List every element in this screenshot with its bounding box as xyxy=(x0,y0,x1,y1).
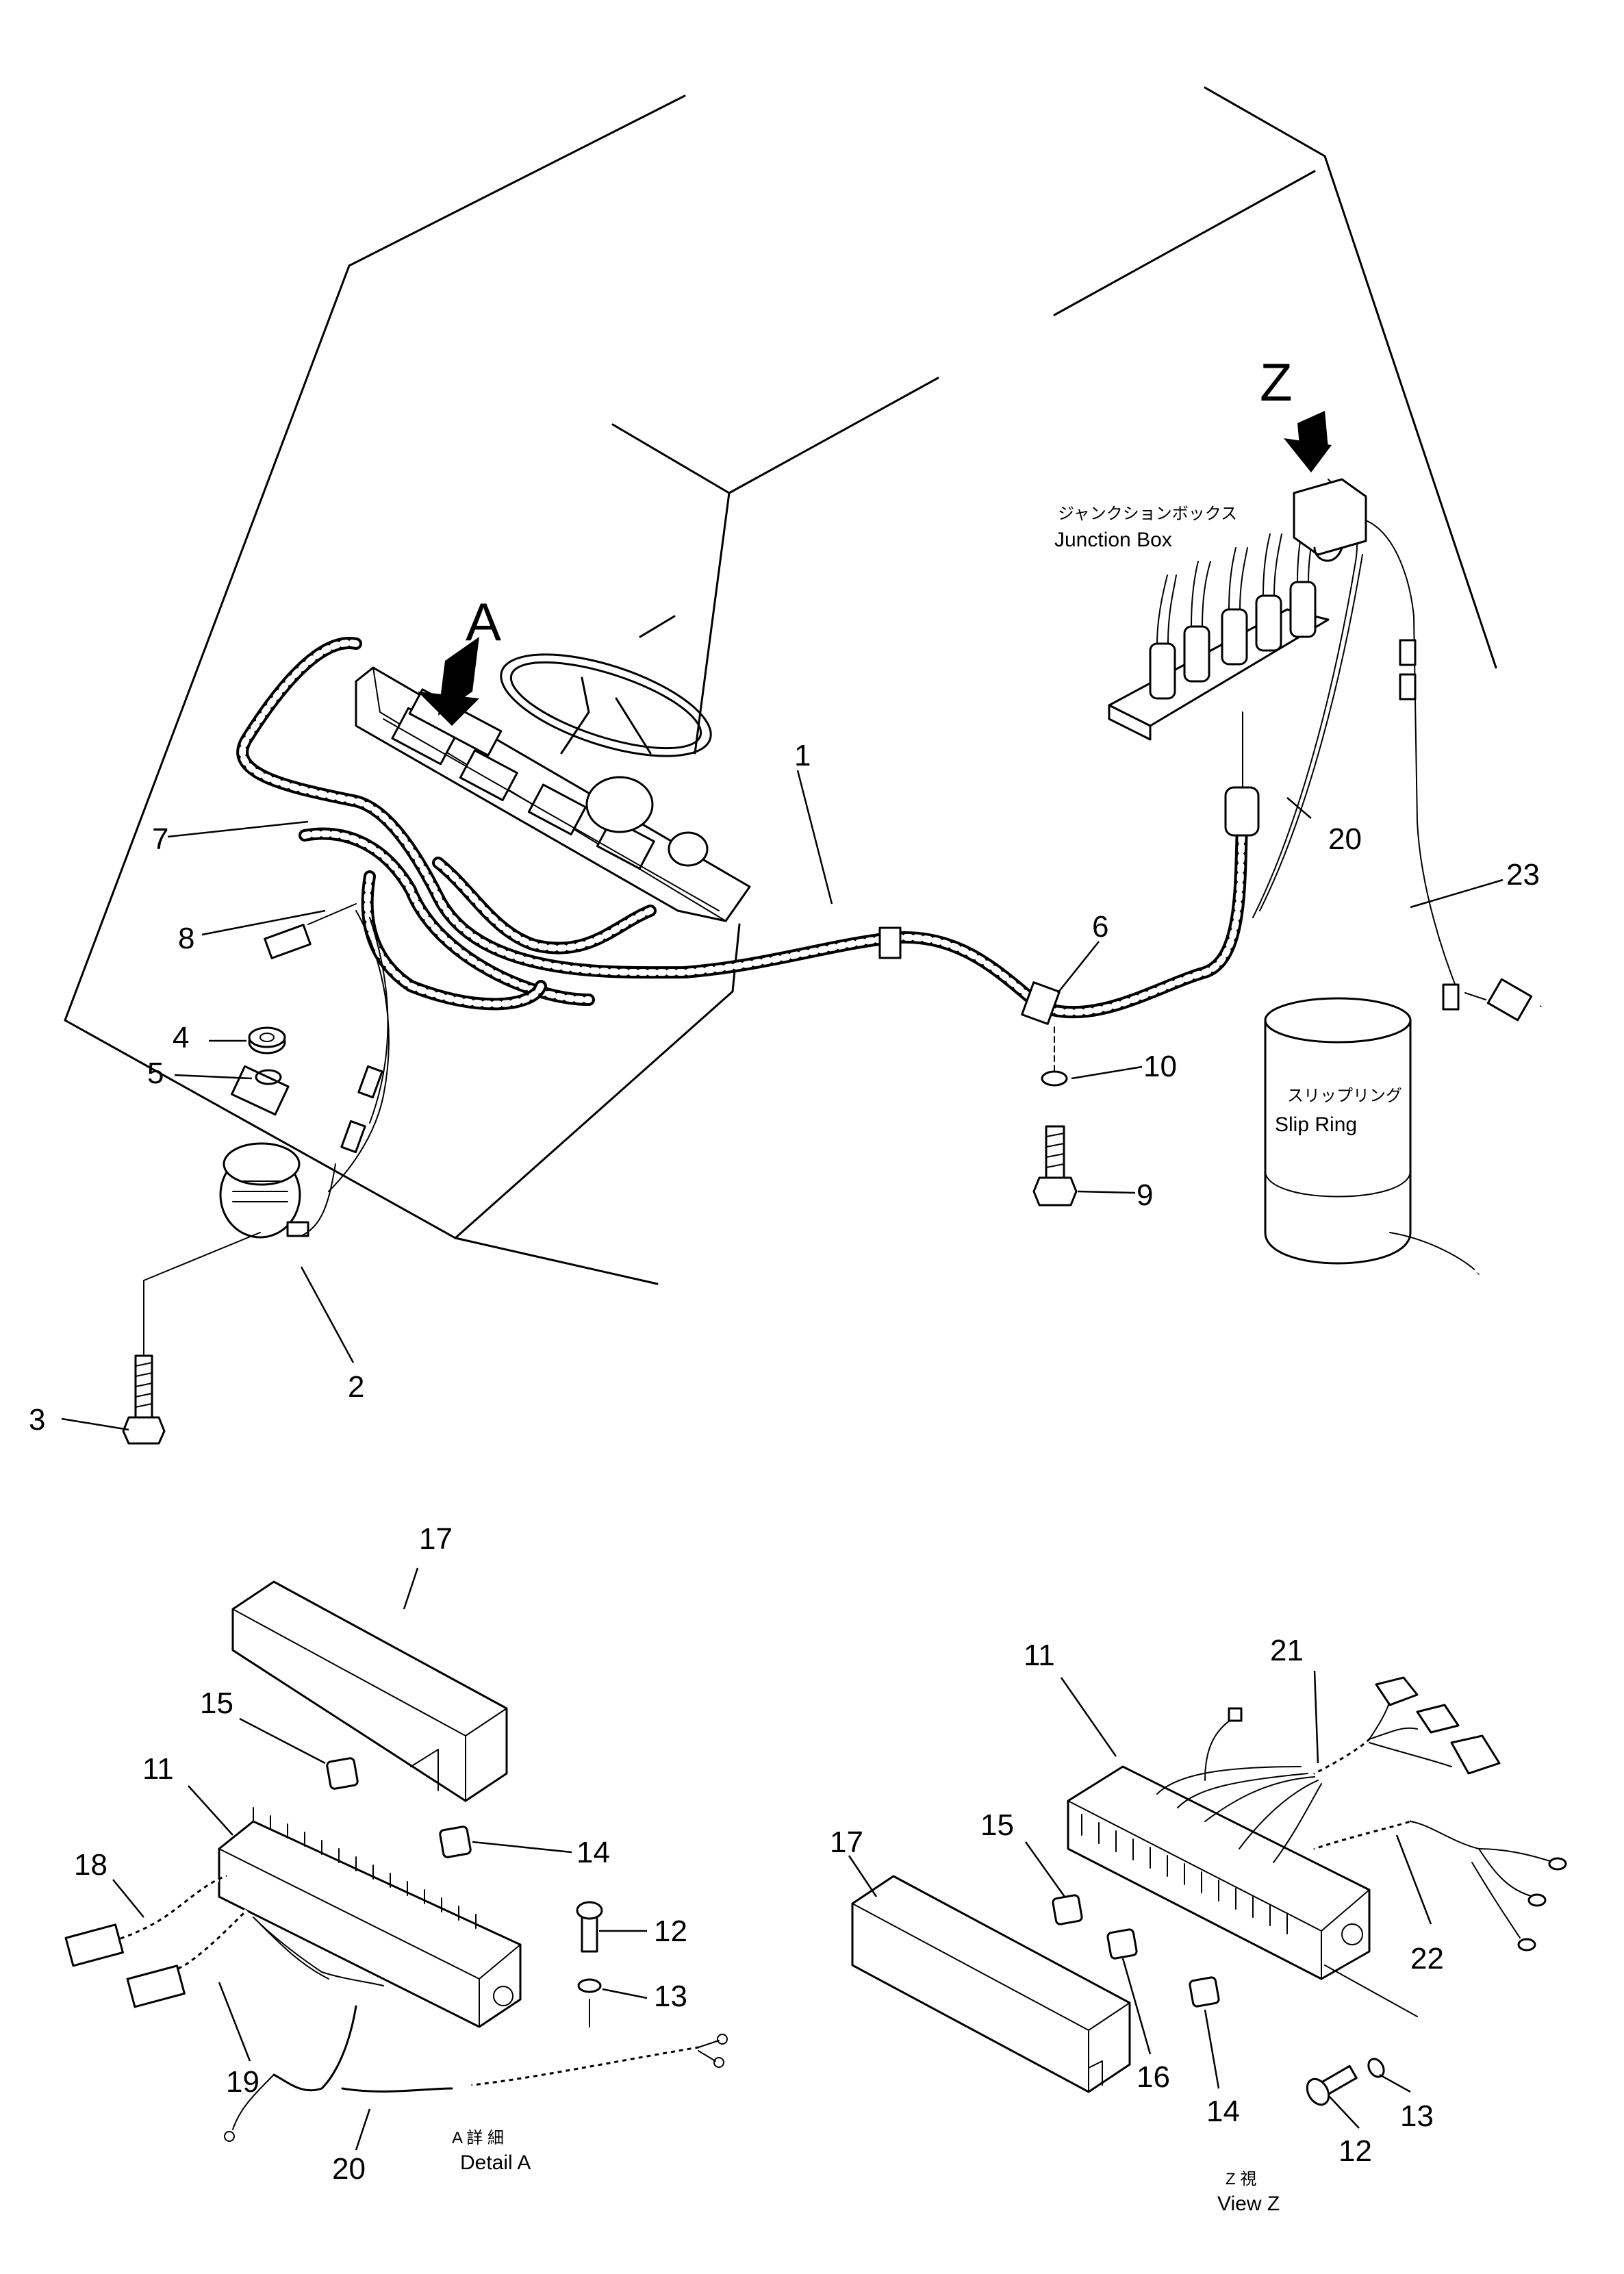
detail-a-callout-20: 20 xyxy=(332,2152,366,2186)
leader-lines-detail-a xyxy=(112,1567,648,2151)
callout-3: 3 xyxy=(29,1403,45,1437)
detail-a-callout-18: 18 xyxy=(74,1848,107,1882)
junction-box-label-en: Junction Box xyxy=(1054,529,1172,551)
view-z-callout-15: 15 xyxy=(980,1808,1014,1842)
part-2-assembly xyxy=(122,1026,336,1445)
callout-numbers-main: A Z 1 2 3 4 5 6 7 8 9 10 20 23 xyxy=(29,352,1540,1437)
view-z-callout-13: 13 xyxy=(1400,2099,1434,2133)
bolt-9 xyxy=(1032,1026,1078,1207)
callout-6: 6 xyxy=(1092,910,1108,944)
callout-5: 5 xyxy=(147,1057,164,1090)
slip-ring-label: スリップリング Slip Ring xyxy=(1275,1087,1402,1136)
view-arrow-a xyxy=(418,637,479,726)
view-z-callout-22: 22 xyxy=(1410,1942,1444,1975)
detail-a-callout-11: 11 xyxy=(142,1752,174,1786)
view-z-callout-16: 16 xyxy=(1137,2060,1170,2094)
view-z-callout-17: 17 xyxy=(830,1825,863,1859)
callout-numbers-detail-a: 17 15 11 18 14 12 13 19 20 A 詳 細 Detail … xyxy=(74,1522,687,2186)
callout-10: 10 xyxy=(1143,1050,1177,1083)
callout-20: 20 xyxy=(1328,822,1362,856)
slip-ring-label-jp: スリップリング xyxy=(1287,1087,1402,1105)
view-arrow-z-label: Z xyxy=(1260,352,1293,412)
callout-23: 23 xyxy=(1506,858,1540,892)
washer-5 xyxy=(255,1069,282,1085)
callout-7: 7 xyxy=(152,822,168,856)
view-arrow-a-label: A xyxy=(466,592,501,652)
junction-box xyxy=(1108,520,1330,741)
cab-outline xyxy=(64,86,1497,1285)
callout-8: 8 xyxy=(178,922,194,955)
junction-box-label-jp: ジャンクションボックス xyxy=(1058,505,1237,523)
view-z-callout-12: 12 xyxy=(1338,2134,1372,2168)
detail-a-callout-13: 13 xyxy=(654,1980,687,2013)
callout-2: 2 xyxy=(348,1370,364,1404)
view-z-callout-21: 21 xyxy=(1270,1634,1304,1667)
callout-numbers-view-z: 11 21 15 17 22 16 14 12 13 Z 視 View Z xyxy=(830,1634,1444,2215)
view-z-callout-14: 14 xyxy=(1206,2095,1240,2128)
washer-10 xyxy=(1041,1070,1068,1087)
detail-a-caption-en: Detail A xyxy=(460,2151,531,2174)
leader-lines-main xyxy=(61,770,1504,1431)
wiring-harness-main xyxy=(236,479,1363,1192)
leader-lines-view-z xyxy=(848,1670,1432,2129)
slip-ring xyxy=(1264,978,1545,1277)
view-z-caption-en: View Z xyxy=(1217,2193,1280,2215)
view-z-callout-11: 11 xyxy=(1024,1639,1055,1672)
view-arrow-z xyxy=(1284,411,1332,472)
junction-unit-z xyxy=(1293,478,1460,1011)
bolt-3 xyxy=(122,1354,166,1445)
view-z-caption-jp: Z 視 xyxy=(1226,2170,1256,2188)
slip-ring-label-en: Slip Ring xyxy=(1275,1113,1357,1136)
detail-a-callout-14: 14 xyxy=(576,1836,610,1869)
steering-wheel xyxy=(500,615,712,757)
view-z-drawing xyxy=(851,1676,1567,2106)
callout-9: 9 xyxy=(1137,1178,1153,1212)
detail-a-callout-17: 17 xyxy=(419,1522,453,1556)
detail-a-callout-19: 19 xyxy=(226,2065,259,2099)
detail-a-callout-12: 12 xyxy=(654,1915,687,1948)
callout-4: 4 xyxy=(173,1021,189,1054)
detail-a-callout-15: 15 xyxy=(200,1686,233,1720)
detail-a-caption-jp: A 詳 細 xyxy=(452,2129,504,2147)
callout-1: 1 xyxy=(794,739,811,772)
junction-box-label: ジャンクションボックス Junction Box xyxy=(1054,505,1237,551)
detail-a-drawing xyxy=(64,1580,728,2142)
